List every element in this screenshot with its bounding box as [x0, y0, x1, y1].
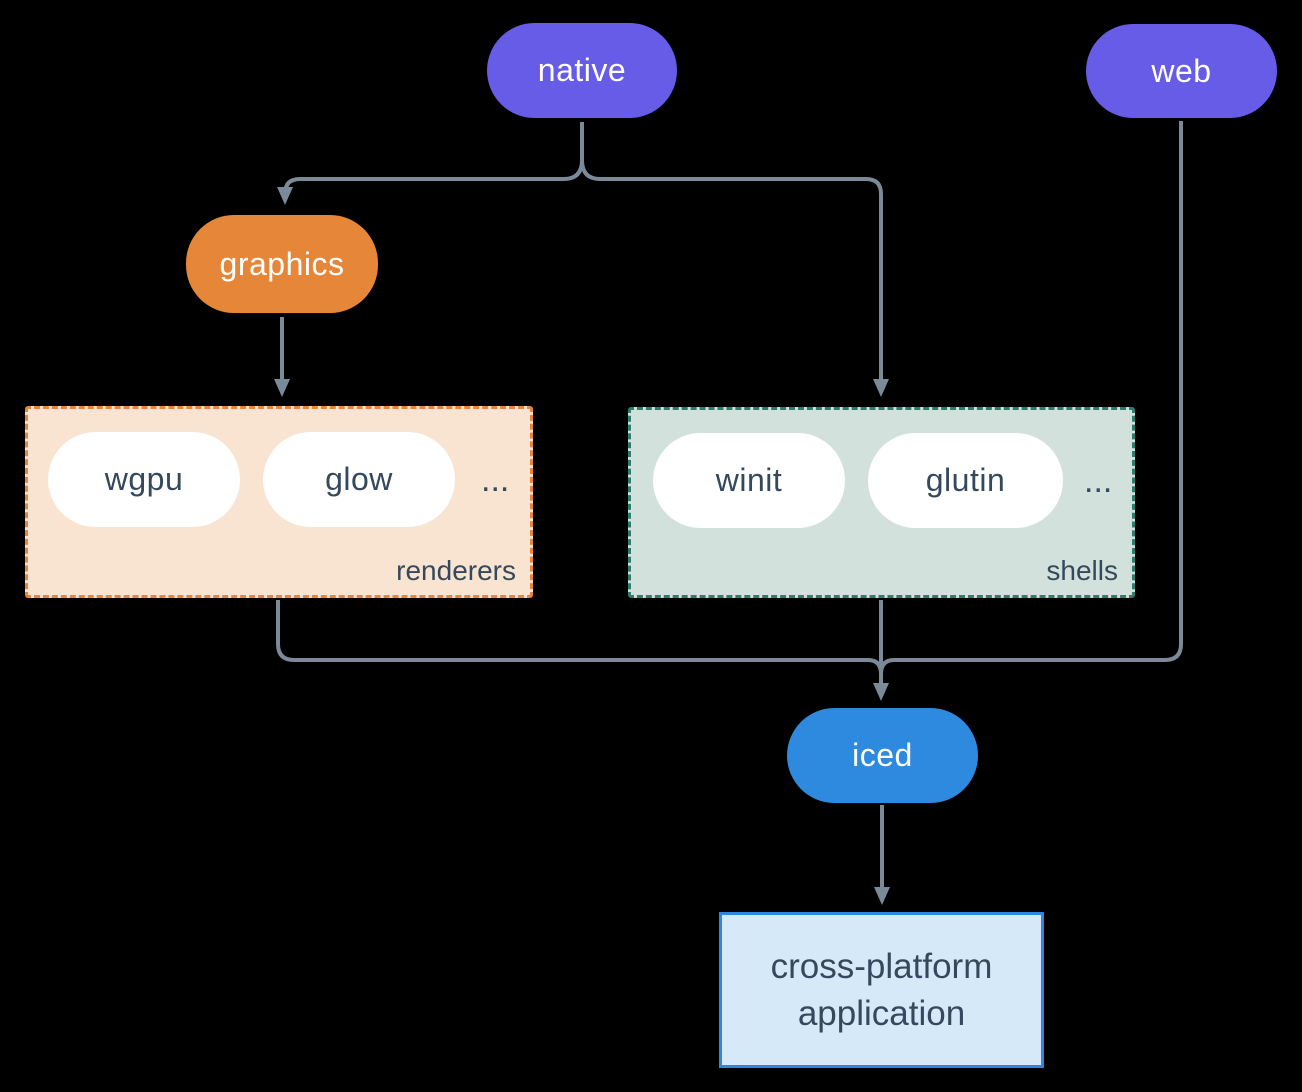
edge-native-to-graphics: [277, 122, 584, 205]
node-wgpu: wgpu: [48, 432, 240, 527]
node-web: web: [1086, 24, 1277, 118]
node-graphics-label: graphics: [219, 245, 345, 282]
edge-native-to-shells: [580, 122, 889, 397]
node-wgpu-label: wgpu: [104, 461, 184, 497]
shells-ellipsis: ...: [1084, 462, 1113, 500]
shells-group-label: shells: [1046, 555, 1118, 586]
edge-renderers-to-junction: [276, 600, 883, 675]
node-glutin: glutin: [868, 433, 1063, 528]
app-box-label: cross-platform application: [770, 946, 993, 1033]
node-winit: winit: [653, 433, 845, 528]
renderers-ellipsis: ...: [481, 461, 510, 499]
node-iced-label: iced: [852, 737, 913, 773]
node-glow-label: glow: [325, 461, 393, 497]
app-box: cross-platform application: [719, 912, 1044, 1068]
node-glow: glow: [263, 432, 455, 527]
node-web-label: web: [1151, 52, 1212, 89]
renderers-group-label: renderers: [396, 555, 516, 586]
node-iced: iced: [787, 708, 978, 803]
node-native: native: [487, 23, 677, 118]
group-renderers: wgpu glow ... renderers: [25, 406, 533, 598]
node-glutin-label: glutin: [925, 462, 1006, 498]
node-graphics: graphics: [186, 215, 378, 313]
node-native-label: native: [537, 52, 627, 88]
node-winit-label: winit: [715, 462, 783, 498]
group-shells: winit glutin ... shells: [628, 407, 1135, 598]
